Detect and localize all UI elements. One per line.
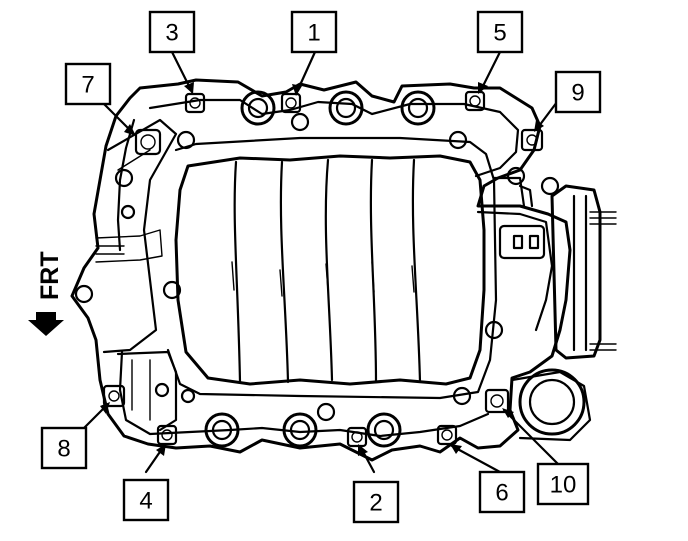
throttle-body-area xyxy=(476,166,617,442)
callout-10: 10 xyxy=(536,462,590,506)
callout-1-label: 1 xyxy=(307,20,320,47)
bolt-6 xyxy=(436,424,458,446)
port-bot-2 xyxy=(282,412,318,448)
bolt-2 xyxy=(346,426,368,448)
bolt-3 xyxy=(184,92,206,114)
callout-7: 7 xyxy=(64,62,112,106)
port-bot-3 xyxy=(366,412,402,448)
bolt-9 xyxy=(520,128,544,152)
bolt-8 xyxy=(102,384,126,408)
bolts xyxy=(102,90,544,448)
callout-8: 8 xyxy=(40,426,88,470)
callout-9-label: 9 xyxy=(571,80,584,107)
callout-6-label: 6 xyxy=(495,480,508,507)
bolt-7 xyxy=(134,128,162,156)
leader-lines xyxy=(78,50,562,474)
callout-10-label: 10 xyxy=(550,472,577,499)
port-top-2 xyxy=(328,90,364,126)
callout-5-label: 5 xyxy=(493,20,506,47)
arrow-down-icon xyxy=(28,312,64,336)
plenum xyxy=(166,136,498,400)
bolt-5 xyxy=(464,90,486,112)
manifold-outline xyxy=(70,78,572,462)
bolt-4 xyxy=(156,424,178,446)
callout-2-label: 2 xyxy=(369,490,382,517)
port-bot-1 xyxy=(204,412,240,448)
port-top-3 xyxy=(400,90,436,126)
callout-8-label: 8 xyxy=(57,436,70,463)
callout-9: 9 xyxy=(554,70,602,114)
front-direction-label: FRT xyxy=(36,251,64,300)
front-indicator: FRT xyxy=(28,251,64,336)
callout-1: 1 xyxy=(290,10,338,54)
bolt-10 xyxy=(484,388,510,414)
injector-ports xyxy=(204,90,436,448)
callout-4: 4 xyxy=(122,478,170,522)
callout-7-label: 7 xyxy=(81,72,94,99)
callout-6: 6 xyxy=(478,470,526,514)
callout-4-label: 4 xyxy=(139,488,152,515)
port-top-1 xyxy=(240,90,276,126)
callout-2: 2 xyxy=(352,480,400,524)
callout-3-label: 3 xyxy=(165,20,178,47)
callout-3: 3 xyxy=(148,10,196,54)
bolt-1 xyxy=(280,92,302,114)
callout-5: 5 xyxy=(476,10,524,54)
callouts: 1 2 3 4 5 6 7 8 9 10 xyxy=(40,10,602,524)
small-holes xyxy=(114,112,560,422)
